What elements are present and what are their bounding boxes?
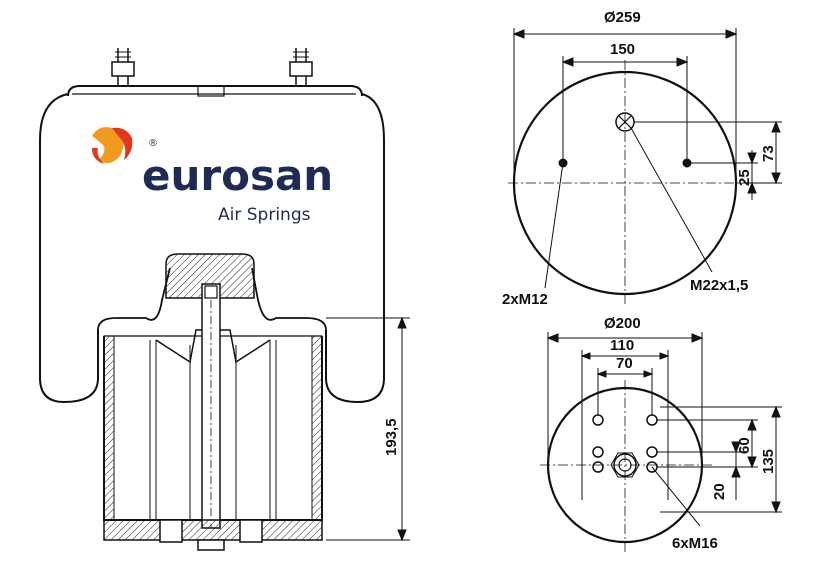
thread-hole-2 — [646, 414, 658, 426]
center-nut-icon — [613, 453, 637, 477]
bottom-height-mid-label: 60 — [736, 437, 753, 454]
top-studs-label: 2xM12 — [502, 291, 548, 308]
bottom-offset-label: 20 — [711, 483, 728, 500]
top-offset-small-label: 25 — [736, 169, 753, 186]
bumper — [165, 253, 255, 299]
brand-logo: ® eurosan Air Springs — [92, 127, 333, 225]
side-height-label: 193,5 — [383, 418, 400, 456]
bottom-plate-view — [540, 380, 712, 552]
side-height-dimension — [326, 316, 410, 542]
bottom-outer-spacing-label: 110 — [610, 337, 634, 354]
brand-name: eurosan — [142, 151, 333, 200]
top-plate-view — [508, 60, 742, 306]
piston-base — [103, 519, 323, 541]
thread-hole-3 — [592, 446, 604, 458]
bottom-threads-label: 6xM16 — [672, 535, 718, 552]
thread-hole-5 — [592, 461, 604, 473]
brand-tagline: Air Springs — [218, 205, 311, 225]
bottom-diameter-label: Ø200 — [604, 315, 641, 332]
top-air-fitting-label: M22x1,5 — [690, 277, 748, 294]
top-stud-left — [111, 48, 135, 86]
top-bolt-spacing-label: 150 — [610, 41, 635, 58]
registered-mark: ® — [148, 138, 158, 149]
bottom-plate-dimensions — [546, 332, 782, 527]
thread-hole-4 — [646, 446, 658, 458]
thread-hole-1 — [592, 414, 604, 426]
top-diameter-label: Ø259 — [604, 9, 641, 26]
logo-mark-icon — [92, 127, 124, 164]
bottom-height-large-label: 135 — [760, 449, 777, 474]
top-plate-dimensions — [512, 28, 782, 289]
bottom-inner-spacing-label: 70 — [616, 355, 633, 372]
bellows — [39, 93, 385, 404]
side-view — [39, 48, 385, 551]
top-stud-right — [289, 48, 313, 86]
top-offset-large-label: 73 — [760, 145, 777, 162]
